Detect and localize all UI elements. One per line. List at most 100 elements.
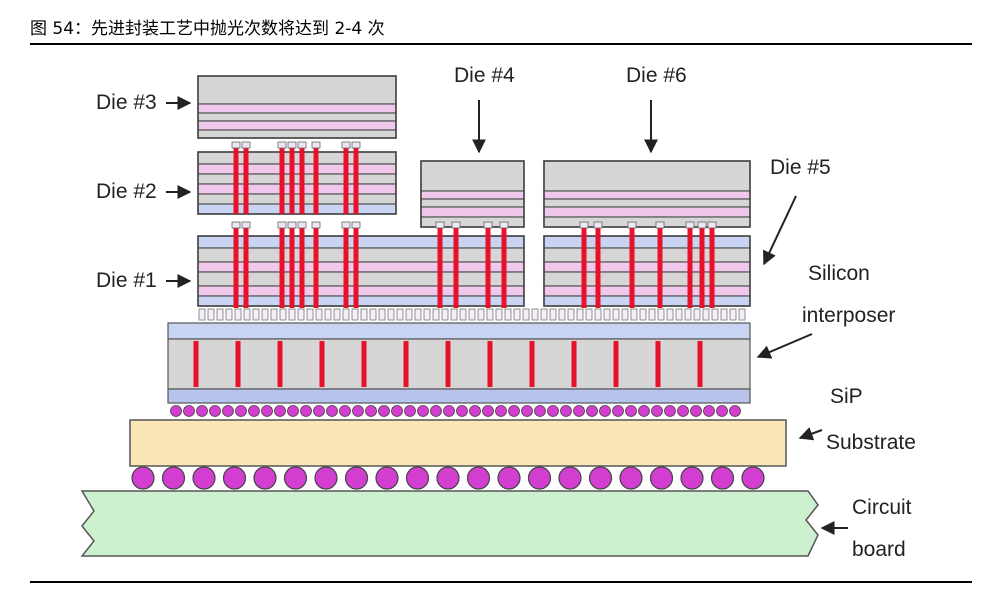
micro-bump: [297, 308, 305, 321]
c4-bump: [521, 405, 533, 417]
bga-ball: [375, 466, 399, 490]
micro-bump: [630, 308, 638, 321]
tsv-bar: [299, 148, 305, 214]
micro-bump: [243, 308, 251, 321]
bump-pad: [311, 141, 321, 149]
micro-bump: [612, 308, 620, 321]
micro-bump: [657, 308, 665, 321]
die-layer: [543, 216, 751, 228]
micro-bump: [531, 308, 539, 321]
die-3: [197, 75, 397, 139]
bga-ball: [619, 466, 643, 490]
die-layer: [197, 173, 397, 185]
tsv-bar: [629, 228, 635, 308]
die-layer: [420, 206, 525, 218]
c4-bump: [352, 405, 364, 417]
micro-bump: [378, 308, 386, 321]
die-layer: [543, 261, 751, 273]
c4-bump: [339, 405, 351, 417]
interposer-tsv: [403, 341, 409, 387]
micro-bump: [279, 308, 287, 321]
bga-ball: [649, 466, 674, 490]
bump-pad: [655, 221, 665, 229]
bga-ball: [497, 466, 521, 490]
bump-pad: [579, 221, 589, 229]
micro-bump: [738, 308, 746, 321]
label-die-3: Die #3: [96, 91, 157, 114]
die-6: [543, 160, 751, 228]
die-2: [197, 151, 397, 215]
micro-bump: [450, 308, 458, 321]
c4-bump: [599, 405, 611, 417]
micro-bump: [459, 308, 467, 321]
silicon-interposer: [167, 322, 751, 404]
bump-pad: [499, 221, 509, 229]
die-layer: [197, 203, 397, 215]
bga-ball: [161, 466, 186, 490]
circuit-board: [80, 490, 819, 557]
bga-ball: [741, 466, 765, 490]
die-outline: [543, 235, 751, 307]
die-layer: [543, 247, 751, 263]
die-layer: [197, 193, 397, 205]
bump-pad: [287, 141, 297, 149]
c4-bump: [365, 405, 377, 417]
bump-pad: [287, 221, 297, 229]
substrate-solder-bumps: [170, 405, 741, 417]
bump-pad: [277, 141, 287, 149]
micro-bump: [342, 308, 350, 321]
die-outline: [543, 160, 751, 228]
arrow-interposer: [756, 333, 813, 359]
c4-bump: [573, 405, 585, 417]
c4-bump: [729, 405, 741, 417]
c4-bump: [651, 405, 663, 417]
die-layer: [197, 120, 397, 131]
bump-pad: [341, 141, 351, 149]
bga-ball: [314, 466, 338, 490]
bga-ball: [192, 466, 216, 490]
c4-bump: [287, 405, 299, 417]
micro-bump: [360, 308, 368, 321]
interposer-tsv: [655, 341, 661, 387]
micro-bump: [711, 308, 719, 321]
micro-bump: [540, 308, 548, 321]
die-tsvs: [231, 141, 717, 308]
micro-bump: [387, 308, 395, 321]
c4-bump: [664, 405, 676, 417]
bump-pad: [277, 221, 287, 229]
bump-pad: [241, 141, 251, 149]
c4-bump: [300, 405, 312, 417]
bump-pad: [483, 221, 493, 229]
interposer-tsv: [361, 341, 367, 387]
micro-bump: [432, 308, 440, 321]
tsv-bar: [299, 228, 305, 308]
interposer-tsv: [235, 341, 241, 387]
tsv-bar: [233, 148, 239, 214]
micro-bump: [405, 308, 413, 321]
die-layer: [543, 271, 751, 287]
interposer-tsv: [487, 341, 493, 387]
bump-pad: [685, 221, 695, 229]
c4-bump: [716, 405, 728, 417]
micro-bump: [729, 308, 737, 321]
micro-bump: [288, 308, 296, 321]
bga-ball: [680, 466, 704, 490]
tsv-bar: [501, 228, 507, 308]
die-outline: [197, 75, 397, 139]
die-layer: [197, 103, 397, 114]
tsv-bar: [289, 228, 295, 308]
c4-bump: [313, 405, 325, 417]
tsv-bar: [453, 228, 459, 308]
c4-bump: [638, 405, 650, 417]
tsv-bar: [243, 148, 249, 214]
micro-bump: [594, 308, 602, 321]
c4-bump: [482, 405, 494, 417]
tsv-bar: [581, 228, 587, 308]
c4-bump: [222, 405, 234, 417]
die-layer: [197, 151, 397, 165]
bump-pad: [593, 221, 603, 229]
micro-bump: [567, 308, 575, 321]
interposer-tsv: [571, 341, 577, 387]
bump-pad: [451, 221, 461, 229]
